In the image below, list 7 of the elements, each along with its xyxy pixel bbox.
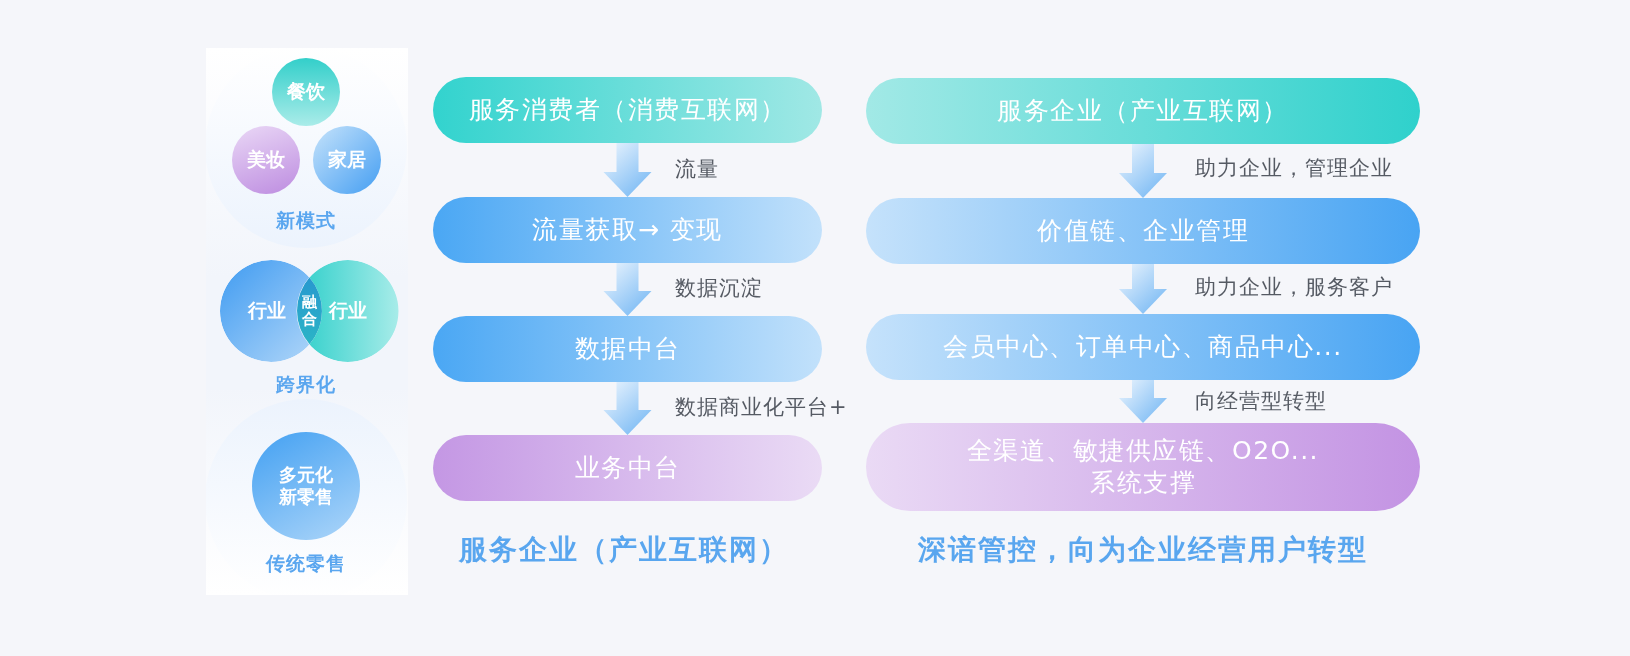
process-box: 服务企业（产业互联网）: [866, 78, 1420, 144]
process-box: 服务消费者（消费互联网）: [433, 77, 822, 143]
column-caption: 服务企业（产业互联网）: [458, 532, 789, 567]
group-caption: 传统零售: [266, 551, 346, 575]
column-caption: 深谙管控，向为企业经营用户转型: [917, 532, 1368, 567]
group-caption: 跨界化: [276, 372, 336, 396]
group-caption: 新模式: [276, 208, 336, 232]
